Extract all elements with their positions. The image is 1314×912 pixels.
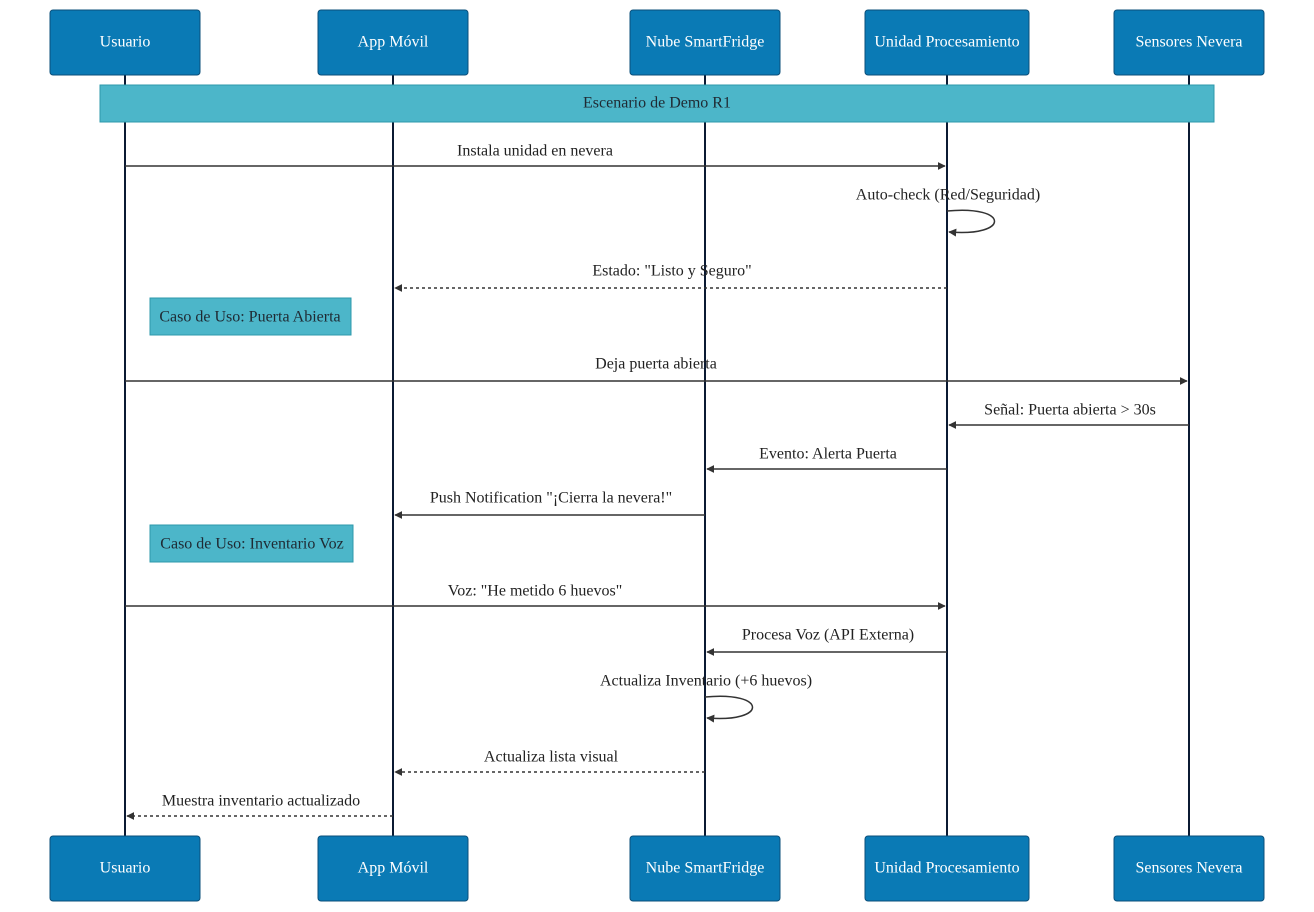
message-label: Estado: "Listo y Seguro" [592,263,751,280]
note-label: Caso de Uso: Inventario Voz [160,536,343,553]
lifelines [124,75,1190,836]
message-label: Señal: Puerta abierta > 30s [984,402,1156,419]
note-inventario-voz: Caso de Uso: Inventario Voz [149,524,354,563]
message-label: Actualiza lista visual [484,749,619,766]
note-label: Caso de Uso: Puerta Abierta [159,309,340,326]
message-deja-puerta: Deja puerta abierta [125,356,1188,385]
actor-unidad-top: Unidad Procesamiento [864,9,1030,76]
message-label: Evento: Alerta Puerta [759,446,897,463]
actor-usuario-top: Usuario [49,9,201,76]
message-muestra-inventario: Muestra inventario actualizado [126,793,393,820]
actor-label: Nube SmartFridge [646,860,765,877]
actor-label: App Móvil [358,860,429,877]
actor-sensores-top: Sensores Nevera [1113,9,1265,76]
message-instala-unidad: Instala unidad en nevera [125,143,946,170]
actor-nube-bottom: Nube SmartFridge [629,835,781,902]
actor-label: Sensores Nevera [1135,34,1242,51]
message-label: Push Notification "¡Cierra la nevera!" [430,490,672,507]
message-evento-alerta: Evento: Alerta Puerta [706,446,947,473]
actor-usuario-bottom: Usuario [49,835,201,902]
message-senal-puerta: Señal: Puerta abierta > 30s [948,402,1189,429]
actor-sensores-bottom: Sensores Nevera [1113,835,1265,902]
actors-top: Usuario App Móvil Nube SmartFridge Unida… [49,9,1265,76]
message-voz-huevos: Voz: "He metido 6 huevos" [125,583,946,610]
scenario-banner: Escenario de Demo R1 [99,84,1215,123]
actor-nube-top: Nube SmartFridge [629,9,781,76]
message-label: Actualiza Inventario (+6 huevos) [600,673,812,690]
actor-label: Usuario [100,860,151,877]
actor-label: Unidad Procesamiento [874,34,1019,51]
message-label: Deja puerta abierta [595,356,717,373]
actor-unidad-bottom: Unidad Procesamiento [864,835,1030,902]
message-label: Instala unidad en nevera [457,143,613,160]
actor-app-top: App Móvil [317,9,469,76]
message-label: Procesa Voz (API Externa) [742,627,914,644]
message-actualiza-lista: Actualiza lista visual [394,749,705,776]
message-push-notification: Push Notification "¡Cierra la nevera!" [394,490,705,519]
banner-label: Escenario de Demo R1 [583,95,731,112]
message-label: Auto-check (Red/Seguridad) [856,187,1040,204]
actors-bottom: Usuario App Móvil Nube SmartFridge Unida… [49,835,1265,902]
message-procesa-voz: Procesa Voz (API Externa) [706,627,947,656]
message-actualiza-inventario: Actualiza Inventario (+6 huevos) [600,673,812,723]
actor-label: Unidad Procesamiento [874,860,1019,877]
actor-label: Sensores Nevera [1135,860,1242,877]
message-auto-check: Auto-check (Red/Seguridad) [856,187,1040,237]
actor-label: Usuario [100,34,151,51]
actor-label: App Móvil [358,34,429,51]
message-label: Voz: "He metido 6 huevos" [448,583,623,600]
message-estado-listo: Estado: "Listo y Seguro" [394,263,947,292]
note-puerta-abierta: Caso de Uso: Puerta Abierta [149,297,352,336]
message-label: Muestra inventario actualizado [162,793,360,810]
actor-label: Nube SmartFridge [646,34,765,51]
actor-app-bottom: App Móvil [317,835,469,902]
